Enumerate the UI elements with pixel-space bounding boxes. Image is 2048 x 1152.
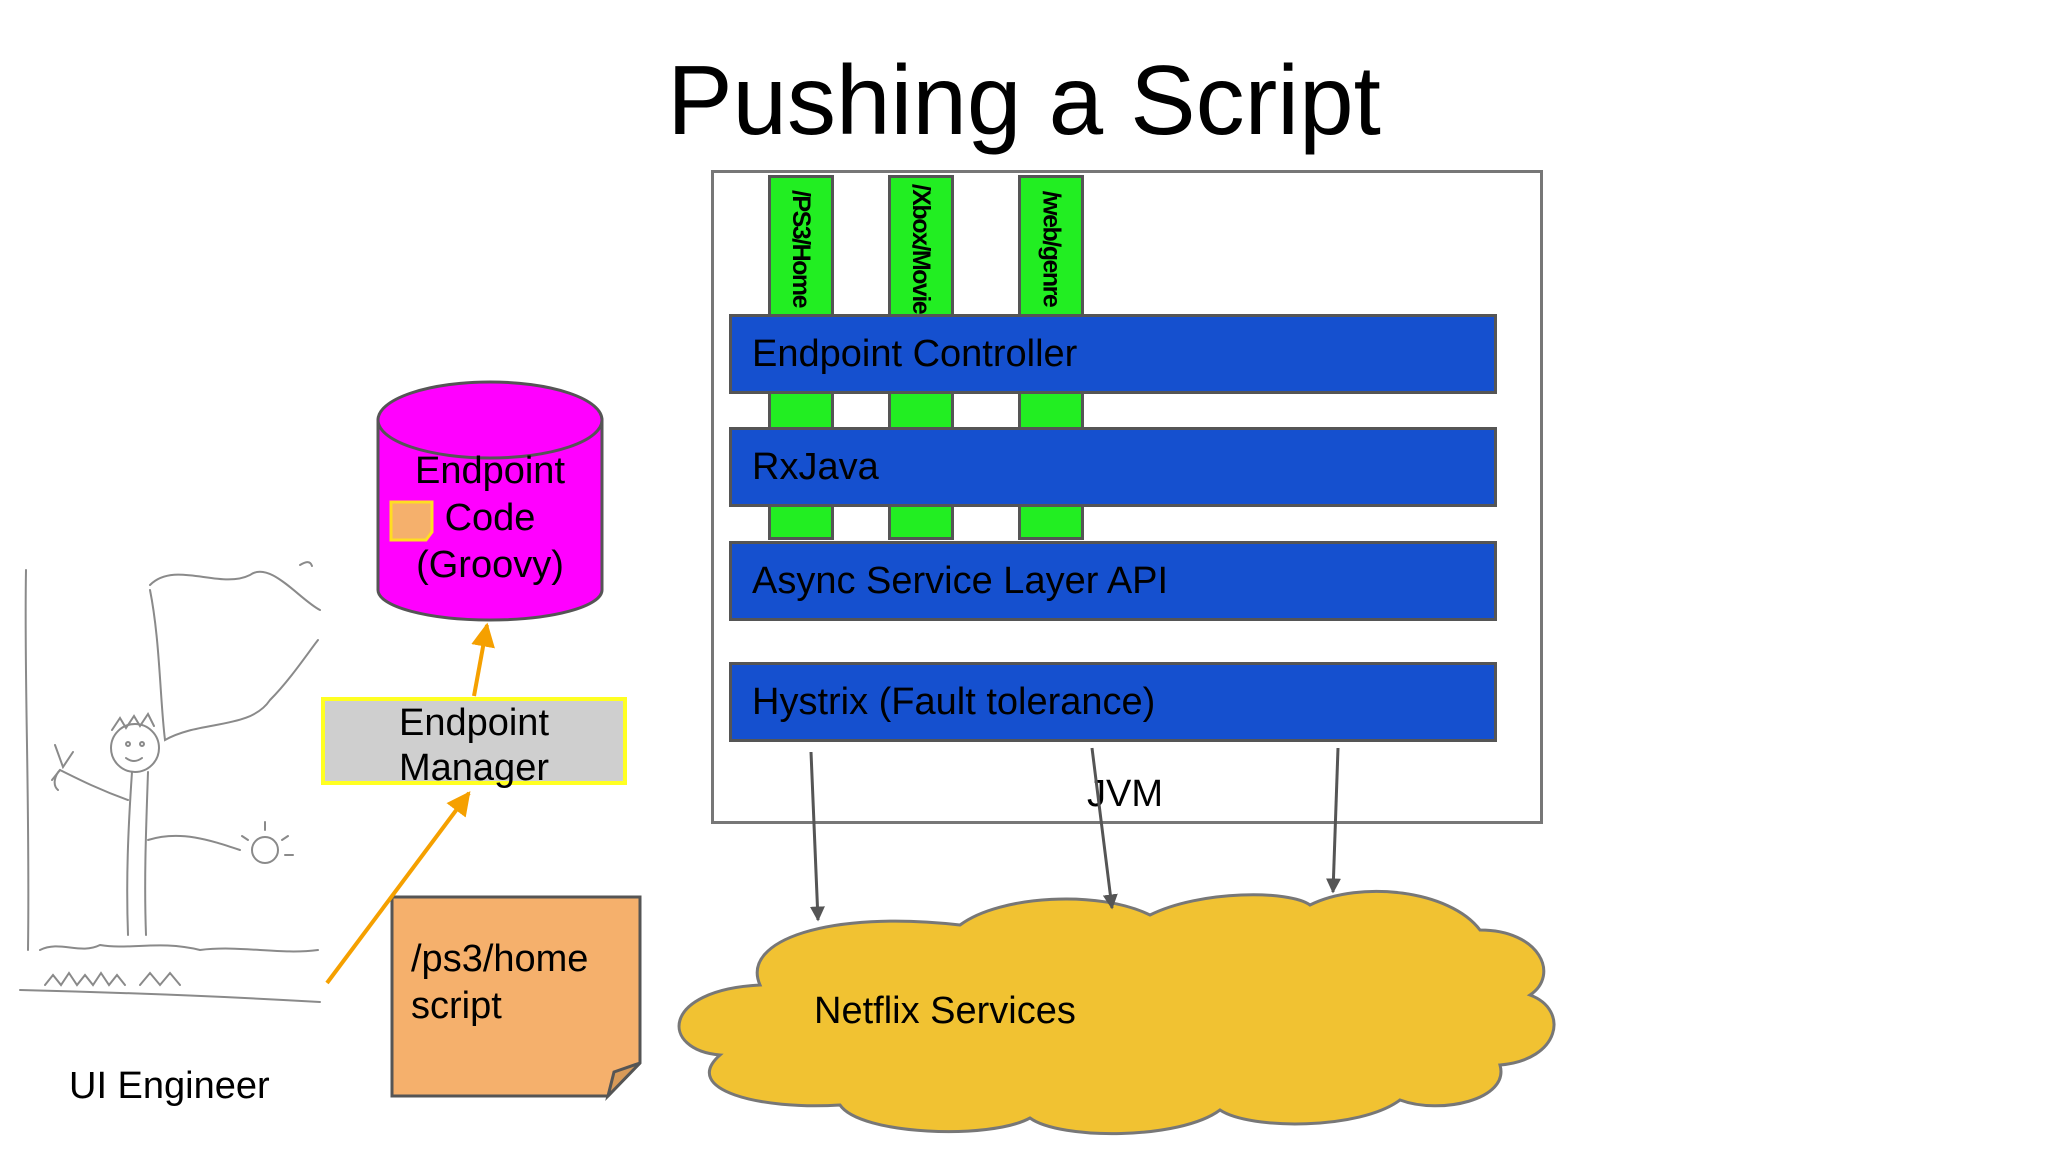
- layer-hystrix: Hystrix (Fault tolerance): [729, 662, 1497, 742]
- layer-endpoint-controller: Endpoint Controller: [729, 314, 1497, 394]
- database-label-line-3: (Groovy): [416, 544, 564, 586]
- layer-async-service-api: Async Service Layer API: [729, 541, 1497, 621]
- ui-engineer-label: UI Engineer: [69, 1065, 270, 1107]
- arrow-engineer-to-manager: [325, 791, 471, 985]
- netflix-services-cloud: [677, 889, 1556, 1136]
- arrow-manager-to-database: [471, 622, 495, 697]
- endpoint-manager-box: Endpoint Manager: [321, 697, 627, 789]
- jvm-label: JVM: [1087, 773, 1163, 815]
- script-note-line-1: /ps3/home: [411, 938, 589, 980]
- endpoint-manager-line-2: Manager: [399, 747, 549, 789]
- database-label-line-1: Endpoint: [414, 450, 565, 492]
- endpoint-code-database-icon: [376, 380, 604, 622]
- netflix-services-label: Netflix Services: [814, 990, 1076, 1032]
- layer-rxjava: RxJava: [729, 427, 1497, 507]
- script-file-icon: [389, 500, 434, 542]
- endpoint-manager-line-1: Endpoint: [398, 702, 549, 744]
- slide-title: Pushing a Script: [667, 45, 1381, 155]
- script-note-icon: [390, 895, 642, 1102]
- script-note-line-2: script: [411, 985, 502, 1027]
- script-note-label: /ps3/home script: [411, 936, 631, 1030]
- database-label-line-2: Code: [444, 497, 536, 539]
- engineer-sketch-icon: [19, 561, 321, 1003]
- database-label: Endpoint Code (Groovy): [381, 448, 599, 589]
